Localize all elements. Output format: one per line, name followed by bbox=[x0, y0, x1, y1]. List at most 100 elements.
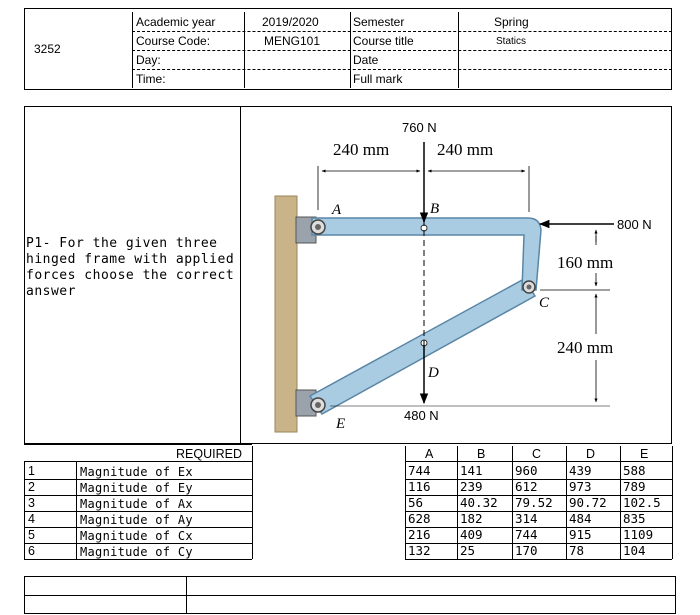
header-row-line bbox=[132, 69, 672, 70]
footer-vline bbox=[675, 576, 676, 614]
cell-a: 216 bbox=[408, 527, 431, 542]
time-label: Time: bbox=[136, 72, 166, 86]
row-label: Magnitude of Ay bbox=[80, 513, 193, 527]
force-800-label: 800 N bbox=[617, 217, 652, 232]
cell-e: 102.5 bbox=[623, 495, 661, 510]
row-number: 4 bbox=[28, 512, 35, 526]
cell-b: 239 bbox=[460, 479, 483, 494]
course-code-value: MENG101 bbox=[264, 34, 321, 48]
row-label: Magnitude of Cy bbox=[80, 545, 193, 559]
row-line bbox=[24, 543, 252, 544]
cell-b: 409 bbox=[460, 527, 483, 542]
row-line bbox=[405, 559, 672, 560]
row-line bbox=[405, 511, 672, 512]
cell-c: 744 bbox=[515, 527, 538, 542]
full-mark-label: Full mark bbox=[353, 72, 403, 86]
semester-label: Semester bbox=[353, 15, 405, 29]
cell-c: 960 bbox=[515, 463, 538, 478]
force-480-label: 480 N bbox=[404, 408, 439, 423]
cell-b: 40.32 bbox=[460, 495, 498, 510]
cell-e: 789 bbox=[623, 479, 646, 494]
column-header-a: A bbox=[425, 447, 434, 461]
row-number: 5 bbox=[28, 528, 35, 542]
cell-e: 835 bbox=[623, 511, 646, 526]
row-line bbox=[24, 495, 252, 496]
footer-line bbox=[24, 613, 676, 614]
cell-d: 973 bbox=[569, 479, 592, 494]
table-vline bbox=[252, 446, 253, 559]
table-vline bbox=[620, 446, 621, 559]
pin-a-center bbox=[315, 224, 321, 230]
row-line bbox=[405, 543, 672, 544]
course-code-label: Course Code: bbox=[136, 34, 211, 48]
required-header: REQUIRED bbox=[176, 447, 242, 461]
table-vline bbox=[405, 446, 406, 559]
footer-line bbox=[24, 595, 676, 596]
row-label: Magnitude of Ey bbox=[80, 481, 193, 495]
column-header-e: E bbox=[640, 447, 649, 461]
row-line bbox=[405, 495, 672, 496]
cell-c: 79.52 bbox=[515, 495, 553, 510]
problem-box bbox=[24, 106, 672, 444]
table-vline bbox=[566, 446, 567, 559]
pin-e-center bbox=[315, 402, 321, 408]
cell-c: 314 bbox=[515, 511, 538, 526]
cell-c: 612 bbox=[515, 479, 538, 494]
header-row-line bbox=[132, 50, 672, 51]
cell-d: 915 bbox=[569, 527, 592, 542]
footer-line bbox=[24, 576, 676, 577]
row-number: 3 bbox=[28, 496, 35, 510]
label-a: A bbox=[331, 202, 342, 218]
course-title-value: Statics bbox=[496, 36, 527, 47]
table-header-line bbox=[405, 461, 672, 462]
dim-240-left-label: 240 mm bbox=[333, 140, 389, 159]
exam-header bbox=[24, 8, 672, 90]
row-line bbox=[405, 479, 672, 480]
row-line bbox=[24, 527, 252, 528]
cell-b: 141 bbox=[460, 463, 483, 478]
cell-c: 170 bbox=[515, 543, 538, 558]
cell-e: 588 bbox=[623, 463, 646, 478]
row-line bbox=[24, 511, 252, 512]
row-line bbox=[24, 479, 252, 480]
dim-240-vert-label: 240 mm bbox=[557, 338, 613, 357]
table-header-line bbox=[24, 461, 252, 462]
table-vline bbox=[672, 446, 673, 559]
force-760-label: 760 N bbox=[402, 120, 437, 135]
cell-b: 25 bbox=[460, 543, 476, 558]
label-b: B bbox=[430, 201, 439, 217]
table-vline bbox=[457, 446, 458, 559]
problem-statement: P1- For the given three hinged frame wit… bbox=[26, 236, 243, 299]
academic-year-label: Academic year bbox=[136, 15, 216, 29]
cell-e: 104 bbox=[623, 543, 646, 558]
footer-vline bbox=[186, 576, 187, 614]
academic-year-value: 2019/2020 bbox=[262, 15, 319, 29]
dim-240-right-label: 240 mm bbox=[437, 140, 493, 159]
date-label: Date bbox=[353, 53, 379, 67]
column-header-b: B bbox=[477, 447, 486, 461]
row-number: 6 bbox=[28, 544, 35, 558]
column-header-c: C bbox=[532, 447, 542, 461]
course-title-label: Course title bbox=[353, 34, 414, 48]
table-vline bbox=[512, 446, 513, 559]
pin-c-center bbox=[526, 284, 532, 290]
semester-value: Spring bbox=[494, 15, 529, 29]
header-row-line bbox=[132, 31, 672, 32]
cell-a: 628 bbox=[408, 511, 431, 526]
row-line bbox=[24, 559, 252, 560]
cell-a: 132 bbox=[408, 543, 431, 558]
row-line bbox=[405, 527, 672, 528]
cell-a: 116 bbox=[408, 479, 431, 494]
cell-d: 439 bbox=[569, 463, 592, 478]
wall-support bbox=[274, 195, 298, 433]
problem-divider bbox=[240, 106, 241, 444]
day-label: Day: bbox=[136, 53, 161, 67]
cell-b: 182 bbox=[460, 511, 483, 526]
row-label: Magnitude of Ex bbox=[80, 465, 193, 479]
cell-e: 1109 bbox=[623, 527, 654, 542]
label-d: D bbox=[427, 365, 439, 381]
cell-d: 90.72 bbox=[569, 495, 607, 510]
row-number: 2 bbox=[28, 480, 35, 494]
dim-160-label: 160 mm bbox=[557, 253, 613, 272]
